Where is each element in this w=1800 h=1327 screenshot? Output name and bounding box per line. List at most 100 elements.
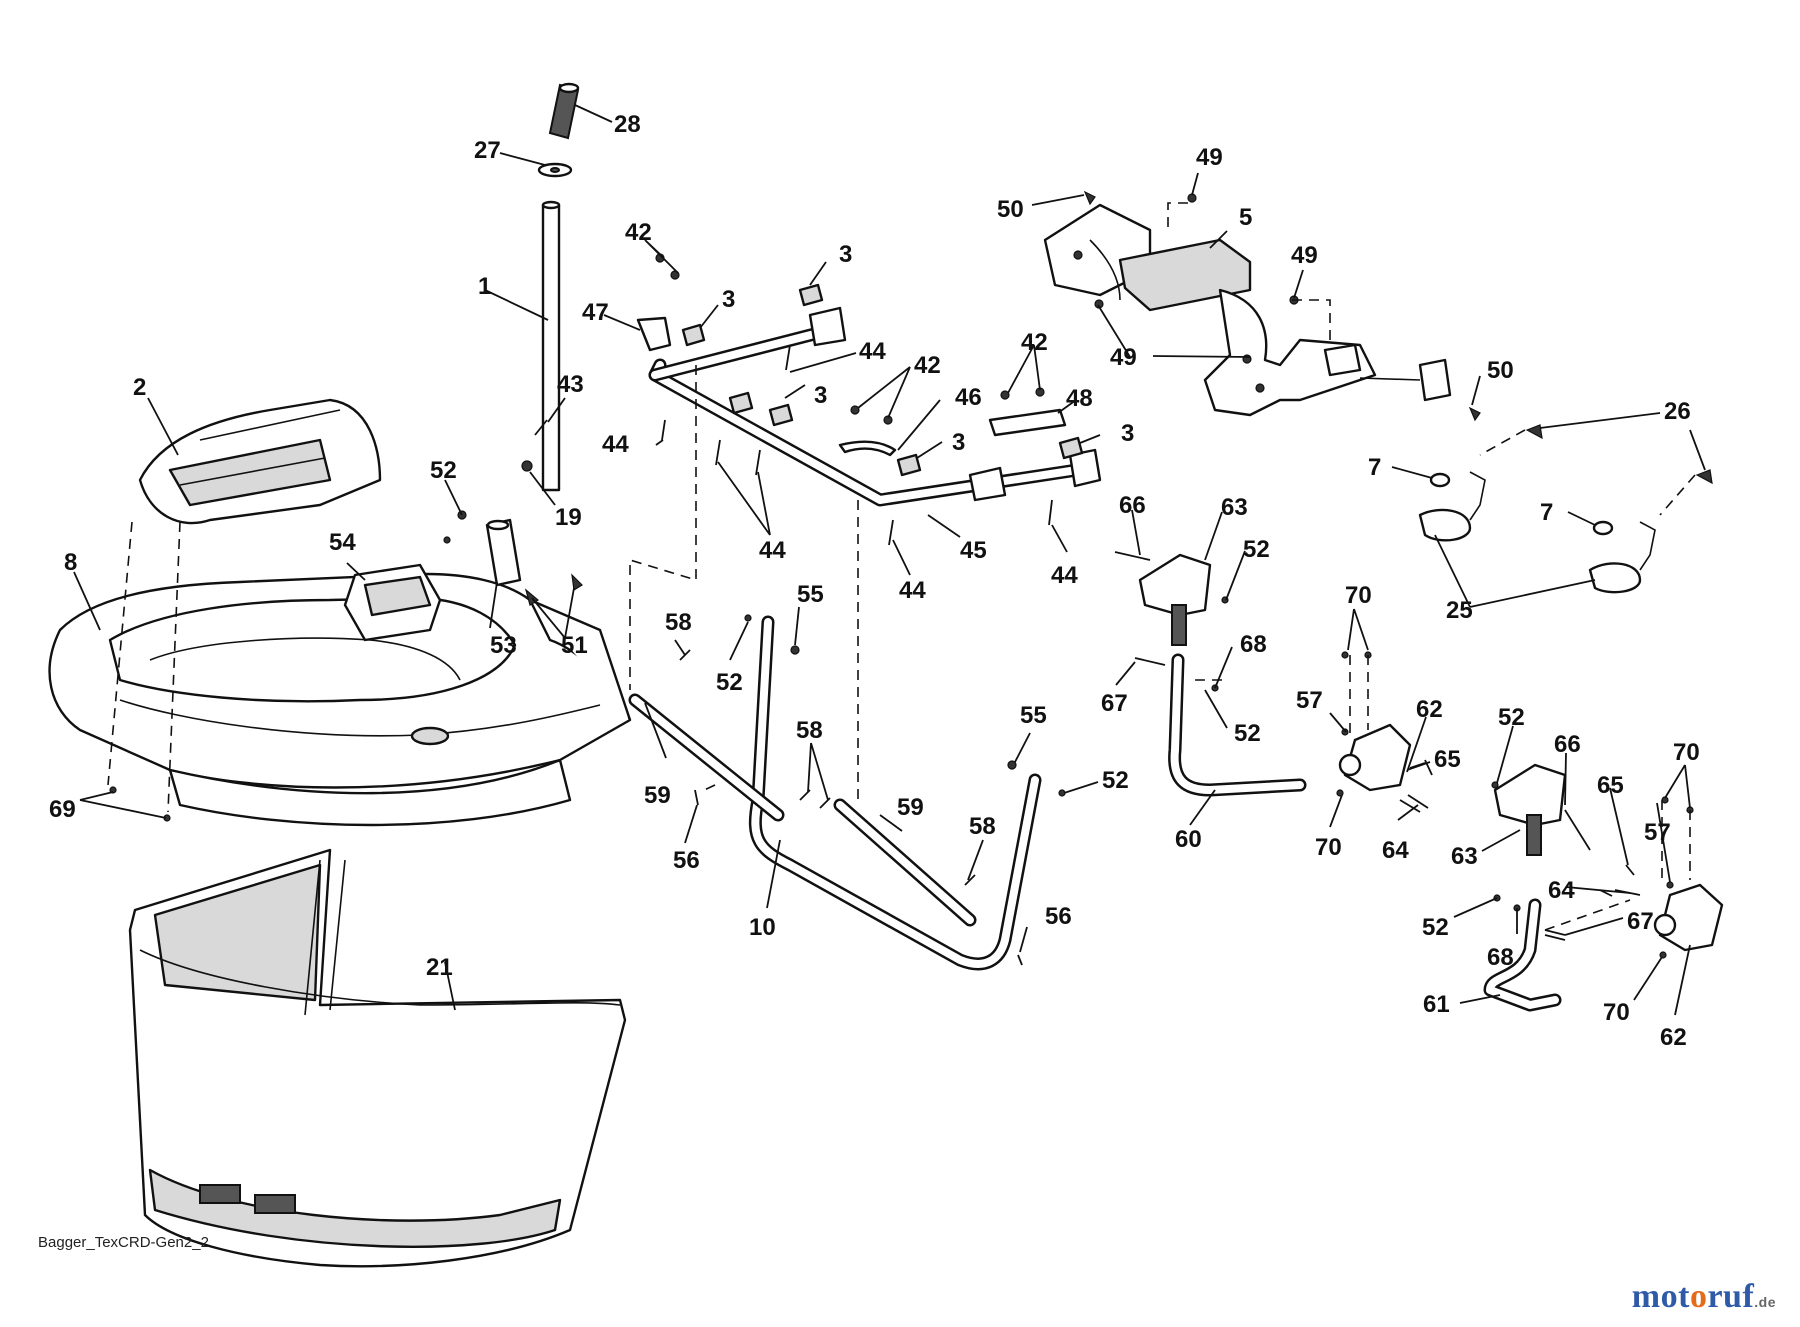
leader-lines — [73, 104, 1706, 1016]
label-44e: 44 — [1051, 562, 1078, 589]
label-19: 19 — [555, 504, 582, 531]
label-70c: 70 — [1673, 739, 1700, 766]
part-7-washers — [1429, 472, 1614, 536]
label-7: 7 — [1368, 454, 1381, 481]
label-63: 63 — [1221, 494, 1248, 521]
label-68: 68 — [1240, 631, 1267, 658]
label-44: 44 — [859, 338, 886, 365]
part-61-arm-b — [1483, 898, 1562, 1012]
part-51-bolt-b — [571, 573, 583, 592]
label-60: 60 — [1175, 826, 1202, 853]
label-44b: 44 — [602, 431, 629, 458]
part-2-top-panel — [138, 398, 382, 525]
part-43-pin — [534, 419, 548, 436]
label-52e: 52 — [1234, 720, 1261, 747]
label-43: 43 — [557, 371, 584, 398]
label-69: 69 — [49, 796, 76, 823]
label-5: 5 — [1239, 204, 1252, 231]
label-44c: 44 — [759, 537, 786, 564]
label-52c: 52 — [1102, 767, 1129, 794]
part-42-screws — [655, 253, 1045, 425]
part-63-bracket-b — [1493, 763, 1567, 856]
part-10-lower-frame — [748, 615, 1042, 971]
label-65b: 65 — [1597, 772, 1624, 799]
label-50b: 50 — [1487, 357, 1514, 384]
label-49b: 49 — [1291, 242, 1318, 269]
callout-labels: 28 27 1 2 43 52 19 8 54 53 51 69 21 42 4… — [49, 111, 1700, 1051]
label-62b: 62 — [1660, 1024, 1687, 1051]
label-70b: 70 — [1315, 834, 1342, 861]
label-46: 46 — [955, 384, 982, 411]
part-63-bracket-a — [1138, 553, 1212, 646]
label-52: 52 — [430, 457, 457, 484]
label-56b: 56 — [1045, 903, 1072, 930]
label-42: 42 — [625, 219, 652, 246]
label-54: 54 — [329, 529, 356, 556]
label-66b: 66 — [1554, 731, 1581, 758]
label-58: 58 — [665, 609, 692, 636]
label-28: 28 — [614, 111, 641, 138]
label-55: 55 — [797, 581, 824, 608]
part-54-latch — [343, 563, 442, 642]
label-26: 26 — [1664, 398, 1691, 425]
label-47: 47 — [582, 299, 609, 326]
part-27-washer — [537, 162, 573, 178]
label-59b: 59 — [897, 794, 924, 821]
part-45-upper-frame — [648, 306, 1102, 507]
part-53-bracket — [485, 518, 522, 587]
part-52-nut-b — [443, 536, 451, 544]
label-58c: 58 — [969, 813, 996, 840]
label-65: 65 — [1434, 746, 1461, 773]
label-50: 50 — [997, 196, 1024, 223]
part-56-pins — [694, 789, 1023, 966]
part-44-bolts — [661, 344, 1053, 546]
label-44d: 44 — [899, 577, 926, 604]
label-48: 48 — [1066, 385, 1093, 412]
label-67: 67 — [1101, 690, 1128, 717]
part-59-struts — [628, 693, 977, 927]
part-60-arm-a — [1168, 653, 1307, 797]
diagram-reference-code: Bagger_TexCRD-Gen2_2 — [38, 1234, 209, 1251]
label-66: 66 — [1119, 492, 1146, 519]
label-3d: 3 — [952, 429, 965, 456]
label-3: 3 — [722, 286, 735, 313]
label-21: 21 — [426, 954, 453, 981]
label-1: 1 — [478, 273, 491, 300]
label-42c: 42 — [1021, 329, 1048, 356]
label-49c: 49 — [1110, 344, 1137, 371]
part-19-nut — [521, 460, 533, 472]
label-42b: 42 — [914, 352, 941, 379]
label-52f: 52 — [1498, 704, 1525, 731]
label-3e: 3 — [1121, 420, 1134, 447]
label-52d: 52 — [1243, 536, 1270, 563]
label-70: 70 — [1345, 582, 1372, 609]
label-58b: 58 — [796, 717, 823, 744]
part-46-clip — [838, 440, 897, 457]
part-26-bolts — [1525, 424, 1713, 485]
label-52b: 52 — [716, 669, 743, 696]
motoruf-watermark: motoruf.de — [1631, 1278, 1776, 1315]
part-5-rear-mount — [1043, 203, 1452, 417]
label-7b: 7 — [1540, 499, 1553, 526]
label-2: 2 — [133, 374, 146, 401]
part-50-bolts — [1083, 190, 1481, 422]
label-25: 25 — [1446, 597, 1473, 624]
label-52g: 52 — [1422, 914, 1449, 941]
label-68b: 68 — [1487, 944, 1514, 971]
label-67b: 67 — [1627, 908, 1654, 935]
part-3-clips — [681, 283, 1084, 477]
part-47-bracket — [636, 316, 672, 352]
part-62-hub-a — [1338, 723, 1412, 792]
label-55b: 55 — [1020, 702, 1047, 729]
label-70d: 70 — [1603, 999, 1630, 1026]
part-25-latch-rods — [1418, 471, 1656, 594]
label-27: 27 — [474, 137, 501, 164]
label-64: 64 — [1382, 837, 1409, 864]
label-10: 10 — [749, 914, 776, 941]
label-61: 61 — [1423, 991, 1450, 1018]
part-62-hub-b — [1653, 883, 1724, 952]
part-21-collection-bag — [128, 848, 627, 1268]
label-49: 49 — [1196, 144, 1223, 171]
label-57: 57 — [1296, 687, 1323, 714]
